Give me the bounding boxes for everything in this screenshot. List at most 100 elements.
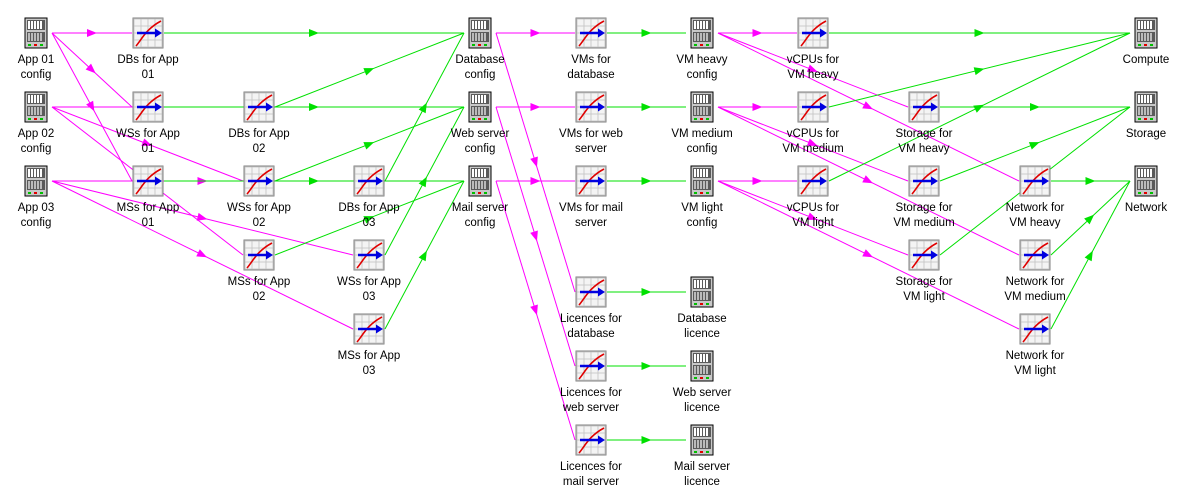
edge-arrowhead	[806, 212, 818, 220]
server-icon	[686, 91, 718, 123]
node-wss-app01[interactable]: WSs for App 01	[88, 91, 208, 179]
node-mailserver-config[interactable]: Mail server config	[420, 165, 540, 253]
node-mss-app02[interactable]: MSs for App 02	[199, 239, 319, 327]
chart-icon	[1019, 313, 1051, 345]
node-compute[interactable]: Compute	[1086, 17, 1187, 105]
chart-icon	[353, 313, 385, 345]
chart-icon	[575, 424, 607, 456]
edge-arrowhead	[862, 249, 873, 258]
node-label: Storage	[1125, 128, 1167, 140]
server-icon	[20, 91, 52, 123]
node-label: DBs for App 02	[228, 128, 290, 155]
node-storage-heavy[interactable]: Storage for VM heavy	[864, 91, 984, 179]
edge-arrowhead	[1028, 142, 1040, 150]
edge-arrowhead	[752, 29, 763, 37]
node-network[interactable]: Network	[1086, 165, 1187, 253]
edge-arrowhead	[752, 177, 763, 185]
chart-icon	[1019, 239, 1051, 271]
chart-icon	[132, 91, 164, 123]
node-label: vCPUs for VM heavy	[786, 54, 840, 81]
node-label: Compute	[1122, 54, 1170, 66]
edge-arrowhead	[530, 29, 541, 37]
server-icon	[464, 17, 496, 49]
node-app03-config[interactable]: App 03 config	[0, 165, 96, 253]
node-vm-medium-config[interactable]: VM medium config	[642, 91, 762, 179]
node-vcpus-heavy[interactable]: vCPUs for VM heavy	[753, 17, 873, 105]
node-label: DBs for App 01	[117, 54, 179, 81]
chart-icon	[575, 350, 607, 382]
node-vcpus-light[interactable]: vCPUs for VM light	[753, 165, 873, 253]
chart-icon	[243, 165, 275, 197]
chart-icon	[1019, 165, 1051, 197]
node-wss-app03[interactable]: WSs for App 03	[309, 239, 429, 327]
node-app02-config[interactable]: App 02 config	[0, 91, 96, 179]
node-licences-database[interactable]: Licences for database	[531, 276, 651, 364]
chart-icon	[575, 91, 607, 123]
node-vm-light-config[interactable]: VM light config	[642, 165, 762, 253]
edge-arrowhead	[1085, 177, 1096, 185]
server-icon	[1130, 165, 1162, 197]
edge-arrowhead	[196, 212, 208, 221]
node-database-licence[interactable]: Database licence	[642, 276, 762, 364]
node-label: MSs for App 01	[116, 202, 180, 229]
node-label: VMs for database	[567, 54, 615, 81]
node-storage-medium[interactable]: Storage for VM medium	[864, 165, 984, 253]
edge-arrowhead	[309, 103, 319, 111]
server-icon	[686, 17, 718, 49]
node-vms-mailserver[interactable]: VMs for mail server	[531, 165, 651, 253]
node-vm-heavy-config[interactable]: VM heavy config	[642, 17, 762, 105]
node-database-config[interactable]: Database config	[420, 17, 540, 105]
node-vms-webserver[interactable]: VMs for web server	[531, 91, 651, 179]
server-icon	[464, 165, 496, 197]
node-label: App 01 config	[17, 54, 55, 81]
node-storage[interactable]: Storage	[1086, 91, 1187, 179]
node-dbs-app03[interactable]: DBs for App 03	[309, 165, 429, 253]
node-storage-light[interactable]: Storage for VM light	[864, 239, 984, 327]
node-network-light[interactable]: Network for VM light	[975, 313, 1095, 401]
server-icon	[686, 424, 718, 456]
node-wss-app02[interactable]: WSs for App 02	[199, 165, 319, 253]
edge-arrowhead	[973, 67, 985, 76]
node-label: App 03 config	[17, 202, 55, 229]
chart-icon	[243, 239, 275, 271]
server-icon	[464, 91, 496, 123]
chart-icon	[575, 165, 607, 197]
edge-arrowhead	[862, 175, 873, 184]
node-network-medium[interactable]: Network for VM medium	[975, 239, 1095, 327]
node-vcpus-medium[interactable]: vCPUs for VM medium	[753, 91, 873, 179]
server-icon	[686, 276, 718, 308]
node-licences-mailserver[interactable]: Licences for mail server	[531, 424, 651, 501]
chart-icon	[132, 165, 164, 197]
node-webserver-config[interactable]: Web server config	[420, 91, 540, 179]
edge-arrowhead	[418, 102, 427, 114]
edge-arrowhead	[141, 138, 153, 146]
edge-arrowhead	[87, 29, 97, 37]
node-mailserver-licence[interactable]: Mail server licence	[642, 424, 762, 501]
node-webserver-licence[interactable]: Web server licence	[642, 350, 762, 438]
node-mss-app03[interactable]: MSs for App 03	[309, 313, 429, 401]
node-label: WSs for App 03	[337, 276, 401, 303]
node-dbs-app01[interactable]: DBs for App 01	[88, 17, 208, 105]
server-icon	[1130, 91, 1162, 123]
node-label: Database licence	[677, 313, 727, 340]
edge-arrowhead	[530, 230, 538, 242]
node-app01-config[interactable]: App 01 config	[0, 17, 96, 105]
edge-arrowhead	[862, 101, 873, 110]
edge-arrowhead	[309, 29, 319, 37]
node-dbs-app02[interactable]: DBs for App 02	[199, 91, 319, 179]
edge-arrowhead	[974, 29, 985, 37]
server-icon	[20, 165, 52, 197]
node-label: WSs for App 02	[227, 202, 291, 229]
edge-arrowhead	[196, 249, 207, 258]
node-licences-webserver[interactable]: Licences for web server	[531, 350, 651, 438]
edge-arrowhead	[418, 250, 427, 262]
node-label: MSs for App 03	[337, 350, 401, 377]
edge-arrowhead	[641, 103, 652, 111]
node-label: Storage for VM medium	[893, 202, 955, 229]
node-vms-database[interactable]: VMs for database	[531, 17, 651, 105]
chart-icon	[797, 165, 829, 197]
chart-icon	[353, 165, 385, 197]
node-network-heavy[interactable]: Network for VM heavy	[975, 165, 1095, 253]
node-mss-app01[interactable]: MSs for App 01	[88, 165, 208, 253]
edge-arrowhead	[530, 304, 538, 316]
